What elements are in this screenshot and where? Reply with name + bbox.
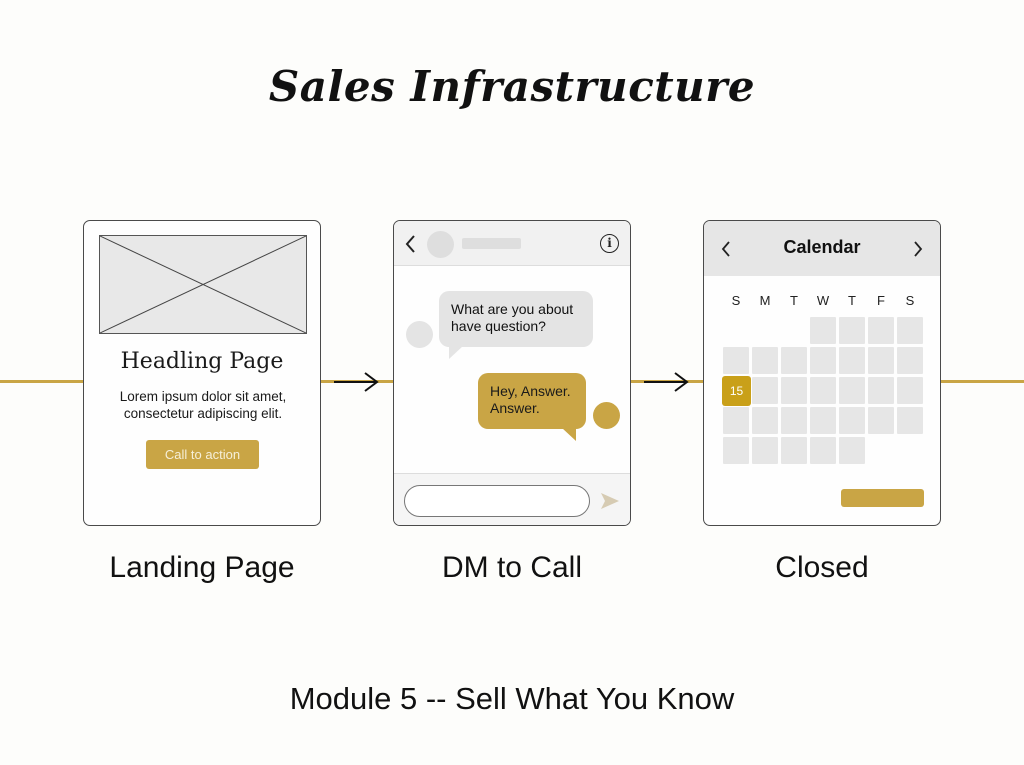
- day-cell[interactable]: [868, 407, 894, 434]
- weekday-header: T: [848, 293, 856, 308]
- day-cell[interactable]: [897, 317, 923, 344]
- day-cell[interactable]: [897, 377, 923, 404]
- module-subtitle: Module 5 -- Sell What You Know: [289, 681, 735, 716]
- weekday-header: S: [905, 293, 915, 308]
- contact-name-placeholder: [462, 238, 521, 249]
- day-cell[interactable]: [868, 347, 894, 374]
- send-icon[interactable]: [600, 491, 620, 511]
- day-cell[interactable]: [839, 407, 865, 434]
- chevron-right-icon[interactable]: [913, 240, 923, 258]
- incoming-message: What are you about have question?: [439, 291, 593, 359]
- contact-avatar: [427, 231, 454, 258]
- chevron-left-icon[interactable]: [405, 234, 417, 254]
- day-cell[interactable]: [781, 377, 807, 404]
- sender-avatar: [406, 321, 433, 348]
- day-cell[interactable]: [752, 347, 778, 374]
- day-cell[interactable]: [868, 377, 894, 404]
- chat-mockup: i What are you about have question? Hey,…: [393, 220, 631, 526]
- selected-day-cell[interactable]: 15: [722, 376, 751, 406]
- day-cell[interactable]: [839, 437, 865, 464]
- message-input[interactable]: [404, 485, 590, 517]
- flow-line-right: [941, 380, 1024, 383]
- day-cell[interactable]: [723, 347, 749, 374]
- outgoing-message: Hey, Answer. Answer.: [478, 373, 586, 441]
- weekday-header: S: [731, 293, 741, 308]
- day-cell[interactable]: [781, 347, 807, 374]
- step-label-closed: Closed: [775, 551, 869, 584]
- info-icon[interactable]: i: [600, 234, 619, 253]
- calendar-title: Calendar: [783, 237, 861, 257]
- step-label-dm-to-call: DM to Call: [441, 551, 583, 584]
- weekday-header: F: [877, 293, 885, 308]
- day-cell[interactable]: [897, 407, 923, 434]
- day-cell[interactable]: [752, 407, 778, 434]
- arrow-right-icon: [334, 372, 379, 392]
- flow-line-left: [0, 380, 83, 383]
- day-cell[interactable]: [810, 407, 836, 434]
- chevron-left-icon[interactable]: [721, 240, 731, 258]
- calendar-mockup: Calendar S M T W T F S 15: [703, 220, 941, 526]
- day-cell[interactable]: [839, 317, 865, 344]
- weekday-header: M: [759, 293, 771, 308]
- diagram-title: Sales Infrastructure: [268, 62, 756, 111]
- day-cell[interactable]: [723, 407, 749, 434]
- confirm-booking-button[interactable]: [841, 489, 924, 507]
- landing-heading: Headling Page: [120, 349, 284, 374]
- landing-body-text: Lorem ipsum dolor sit amet, consectetur …: [119, 389, 287, 421]
- landing-page-mockup: Headling Page Lorem ipsum dolor sit amet…: [83, 220, 321, 526]
- day-cell[interactable]: [810, 377, 836, 404]
- arrow-right-icon: [644, 372, 689, 392]
- day-cell[interactable]: [781, 407, 807, 434]
- day-cell[interactable]: [810, 437, 836, 464]
- day-cell[interactable]: [810, 347, 836, 374]
- day-cell[interactable]: [839, 347, 865, 374]
- weekday-header: T: [790, 293, 798, 308]
- day-cell[interactable]: [839, 377, 865, 404]
- chat-composer: [394, 473, 630, 525]
- image-placeholder-icon: [99, 235, 307, 334]
- user-avatar: [593, 402, 620, 429]
- chat-header: i: [394, 221, 630, 266]
- call-to-action-button[interactable]: Call to action: [146, 440, 259, 469]
- weekday-header: W: [816, 293, 830, 308]
- day-cell[interactable]: [868, 317, 894, 344]
- day-cell[interactable]: [781, 437, 807, 464]
- calendar-header: Calendar: [704, 221, 940, 276]
- step-label-landing-page: Landing Page: [109, 551, 295, 584]
- day-cell[interactable]: [897, 347, 923, 374]
- day-cell[interactable]: [752, 437, 778, 464]
- day-cell[interactable]: [810, 317, 836, 344]
- day-cell[interactable]: [723, 437, 749, 464]
- day-cell[interactable]: [752, 377, 778, 404]
